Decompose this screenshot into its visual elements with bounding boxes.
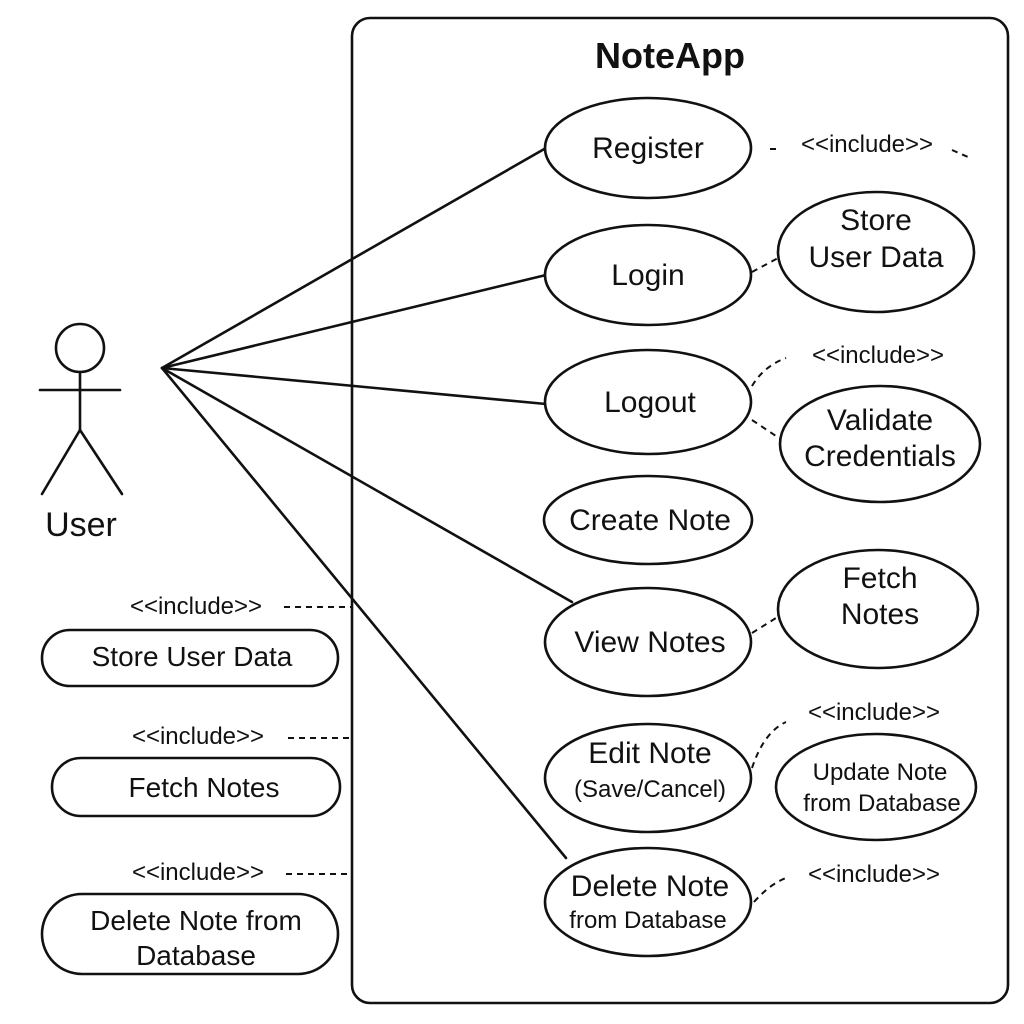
login-label: Login: [611, 259, 684, 292]
assoc-view-notes: [160, 366, 574, 604]
logout-to-include-connector: [751, 357, 787, 387]
validate-credentials-ellipse[interactable]: [778, 384, 982, 504]
left-store-user-data-label: Store User Data: [92, 641, 293, 672]
use-case-update-note[interactable]: Update Note from Database: [774, 732, 978, 842]
assoc-register: [160, 146, 548, 370]
delete-note-label-line1: Delete Note: [571, 870, 729, 903]
validate-credentials-line2: Credentials: [804, 440, 956, 473]
actor-head: [54, 322, 106, 374]
create-note-ellipse[interactable]: [542, 474, 754, 566]
left-store-user-data-box[interactable]: [40, 628, 340, 688]
use-case-view-notes[interactable]: View Notes: [543, 586, 753, 698]
store-user-data-line1: Store: [840, 204, 912, 237]
delete-to-include-connector: [753, 877, 787, 903]
include-connectors: [751, 148, 969, 903]
view-notes-ellipse[interactable]: [543, 586, 753, 698]
logout-label: Logout: [604, 386, 696, 419]
delete-include-label: <<include>>: [808, 861, 940, 888]
left-fetch-notes-box[interactable]: [50, 756, 342, 818]
delete-note-label-line2: from Database: [569, 907, 726, 934]
use-case-logout[interactable]: Logout: [543, 348, 753, 456]
validate-credentials-line1: Validate: [827, 404, 933, 437]
logout-to-validate-connector: [751, 419, 783, 441]
update-note-line2: from Database: [803, 790, 960, 817]
store-user-data-ellipse[interactable]: [776, 190, 976, 314]
use-case-delete-note[interactable]: Delete Note from Database: [543, 846, 753, 958]
register-include-label: <<include>>: [801, 131, 933, 158]
associations: [160, 146, 574, 860]
delete-note-ellipse[interactable]: [543, 846, 753, 958]
fetch-notes-ellipse[interactable]: [776, 548, 980, 670]
use-case-store-user-data[interactable]: Store User Data: [776, 190, 976, 314]
login-ellipse[interactable]: [543, 223, 753, 327]
actor-left-leg: [40, 428, 82, 496]
left-delete-include-label: <<include>>: [132, 859, 264, 886]
view-notes-label: View Notes: [574, 626, 725, 659]
update-note-ellipse[interactable]: [774, 732, 978, 842]
actor-label: User: [45, 506, 117, 544]
use-case-create-note[interactable]: Create Note: [542, 474, 754, 566]
edit-to-include-connector: [751, 721, 787, 769]
edit-include-label: <<include>>: [808, 699, 940, 726]
update-note-line1: Update Note: [813, 759, 948, 786]
left-delete-note-line2: Database: [136, 940, 256, 971]
use-case-edit-note[interactable]: Edit Note (Save/Cancel): [543, 722, 753, 834]
fetch-notes-line2: Notes: [841, 598, 919, 631]
use-case-register[interactable]: Register: [543, 96, 753, 200]
assoc-delete-note: [160, 366, 568, 860]
left-store-group: <<include>> Store User Data: [40, 593, 352, 688]
use-case-fetch-notes[interactable]: Fetch Notes: [776, 548, 980, 670]
left-delete-note-line1: Delete Note from: [90, 905, 302, 936]
system-boundary: [350, 16, 1010, 1005]
register-label: Register: [592, 132, 704, 165]
fetch-notes-line1: Fetch: [842, 562, 917, 595]
use-case-validate-credentials[interactable]: Validate Credentials: [778, 384, 982, 504]
left-delete-note-box[interactable]: [40, 892, 340, 976]
assoc-login: [160, 273, 548, 370]
system-title: NoteApp: [595, 35, 745, 76]
user-actor: [38, 322, 124, 496]
register-ellipse[interactable]: [543, 96, 753, 200]
store-user-data-line2: User Data: [808, 241, 943, 274]
assoc-logout: [160, 366, 548, 406]
edit-note-label-line1: Edit Note: [588, 737, 711, 770]
use-case-login[interactable]: Login: [543, 223, 753, 327]
left-store-include-label: <<include>>: [130, 593, 262, 620]
register-include-stub-right: [951, 149, 969, 158]
left-delete-group: <<include>> Delete Note from Database: [40, 859, 352, 976]
actor-right-leg: [78, 428, 124, 496]
logout-include-label: <<include>>: [812, 342, 944, 369]
edit-note-ellipse[interactable]: [543, 722, 753, 834]
login-to-store-connector: [751, 256, 781, 273]
logout-ellipse[interactable]: [543, 348, 753, 456]
create-note-label: Create Note: [569, 504, 731, 537]
edit-note-label-line2: (Save/Cancel): [574, 776, 726, 803]
left-fetch-notes-label: Fetch Notes: [129, 772, 280, 803]
left-fetch-group: <<include>> Fetch Notes: [50, 723, 352, 818]
left-fetch-include-label: <<include>>: [132, 723, 264, 750]
